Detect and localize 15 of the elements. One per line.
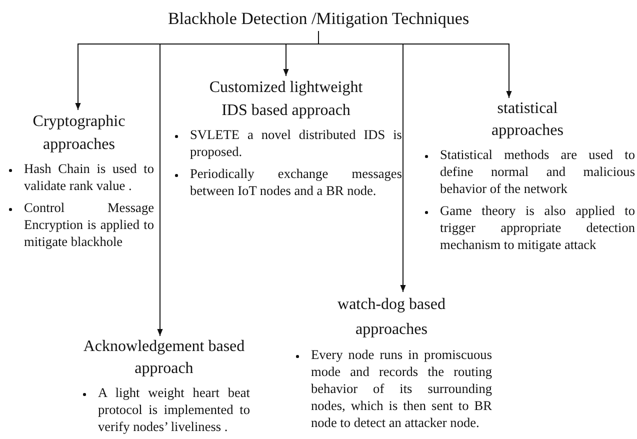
bullet-point: Statistical methods are used to define normal and malicious behavior of the network	[420, 146, 635, 197]
category-heading: watch-dog based approaches	[336, 295, 446, 340]
bullet-point: A light weight heart beat protocol is implemented to verify nodes’ liveliness .	[78, 384, 250, 435]
bullet-point: Game theory is also applied to trigger appropriate detection mechanism to mitigate attack	[420, 202, 635, 253]
bullet-point: Hash Chain is used to validate rank value .	[4, 160, 154, 194]
category-heading: Acknowledgement based approach	[82, 337, 246, 379]
category-heading: statistical approaches	[490, 99, 564, 141]
category-heading: Customized lightweight IDS based approach	[208, 78, 364, 121]
bullet-point: Control Message Encryption is applied to mitigate blackhole	[4, 199, 154, 250]
arrow	[318, 30, 512, 98]
diagram-title: Blackhole Detection /Mitigation Techniques	[168, 9, 470, 29]
bullet-point: SVLETE a novel distributed IDS is proposed.	[170, 126, 402, 160]
bullet-point: Every node runs in promiscuous mode and records the routing behavior of its surrounding nodes, which is then sent to BR node to detect an attacker node.	[291, 346, 492, 431]
bullet-point: Periodically exchange messages between IoT nodes and a BR node.	[170, 165, 402, 199]
category-heading: Cryptographic approaches	[32, 112, 126, 155]
